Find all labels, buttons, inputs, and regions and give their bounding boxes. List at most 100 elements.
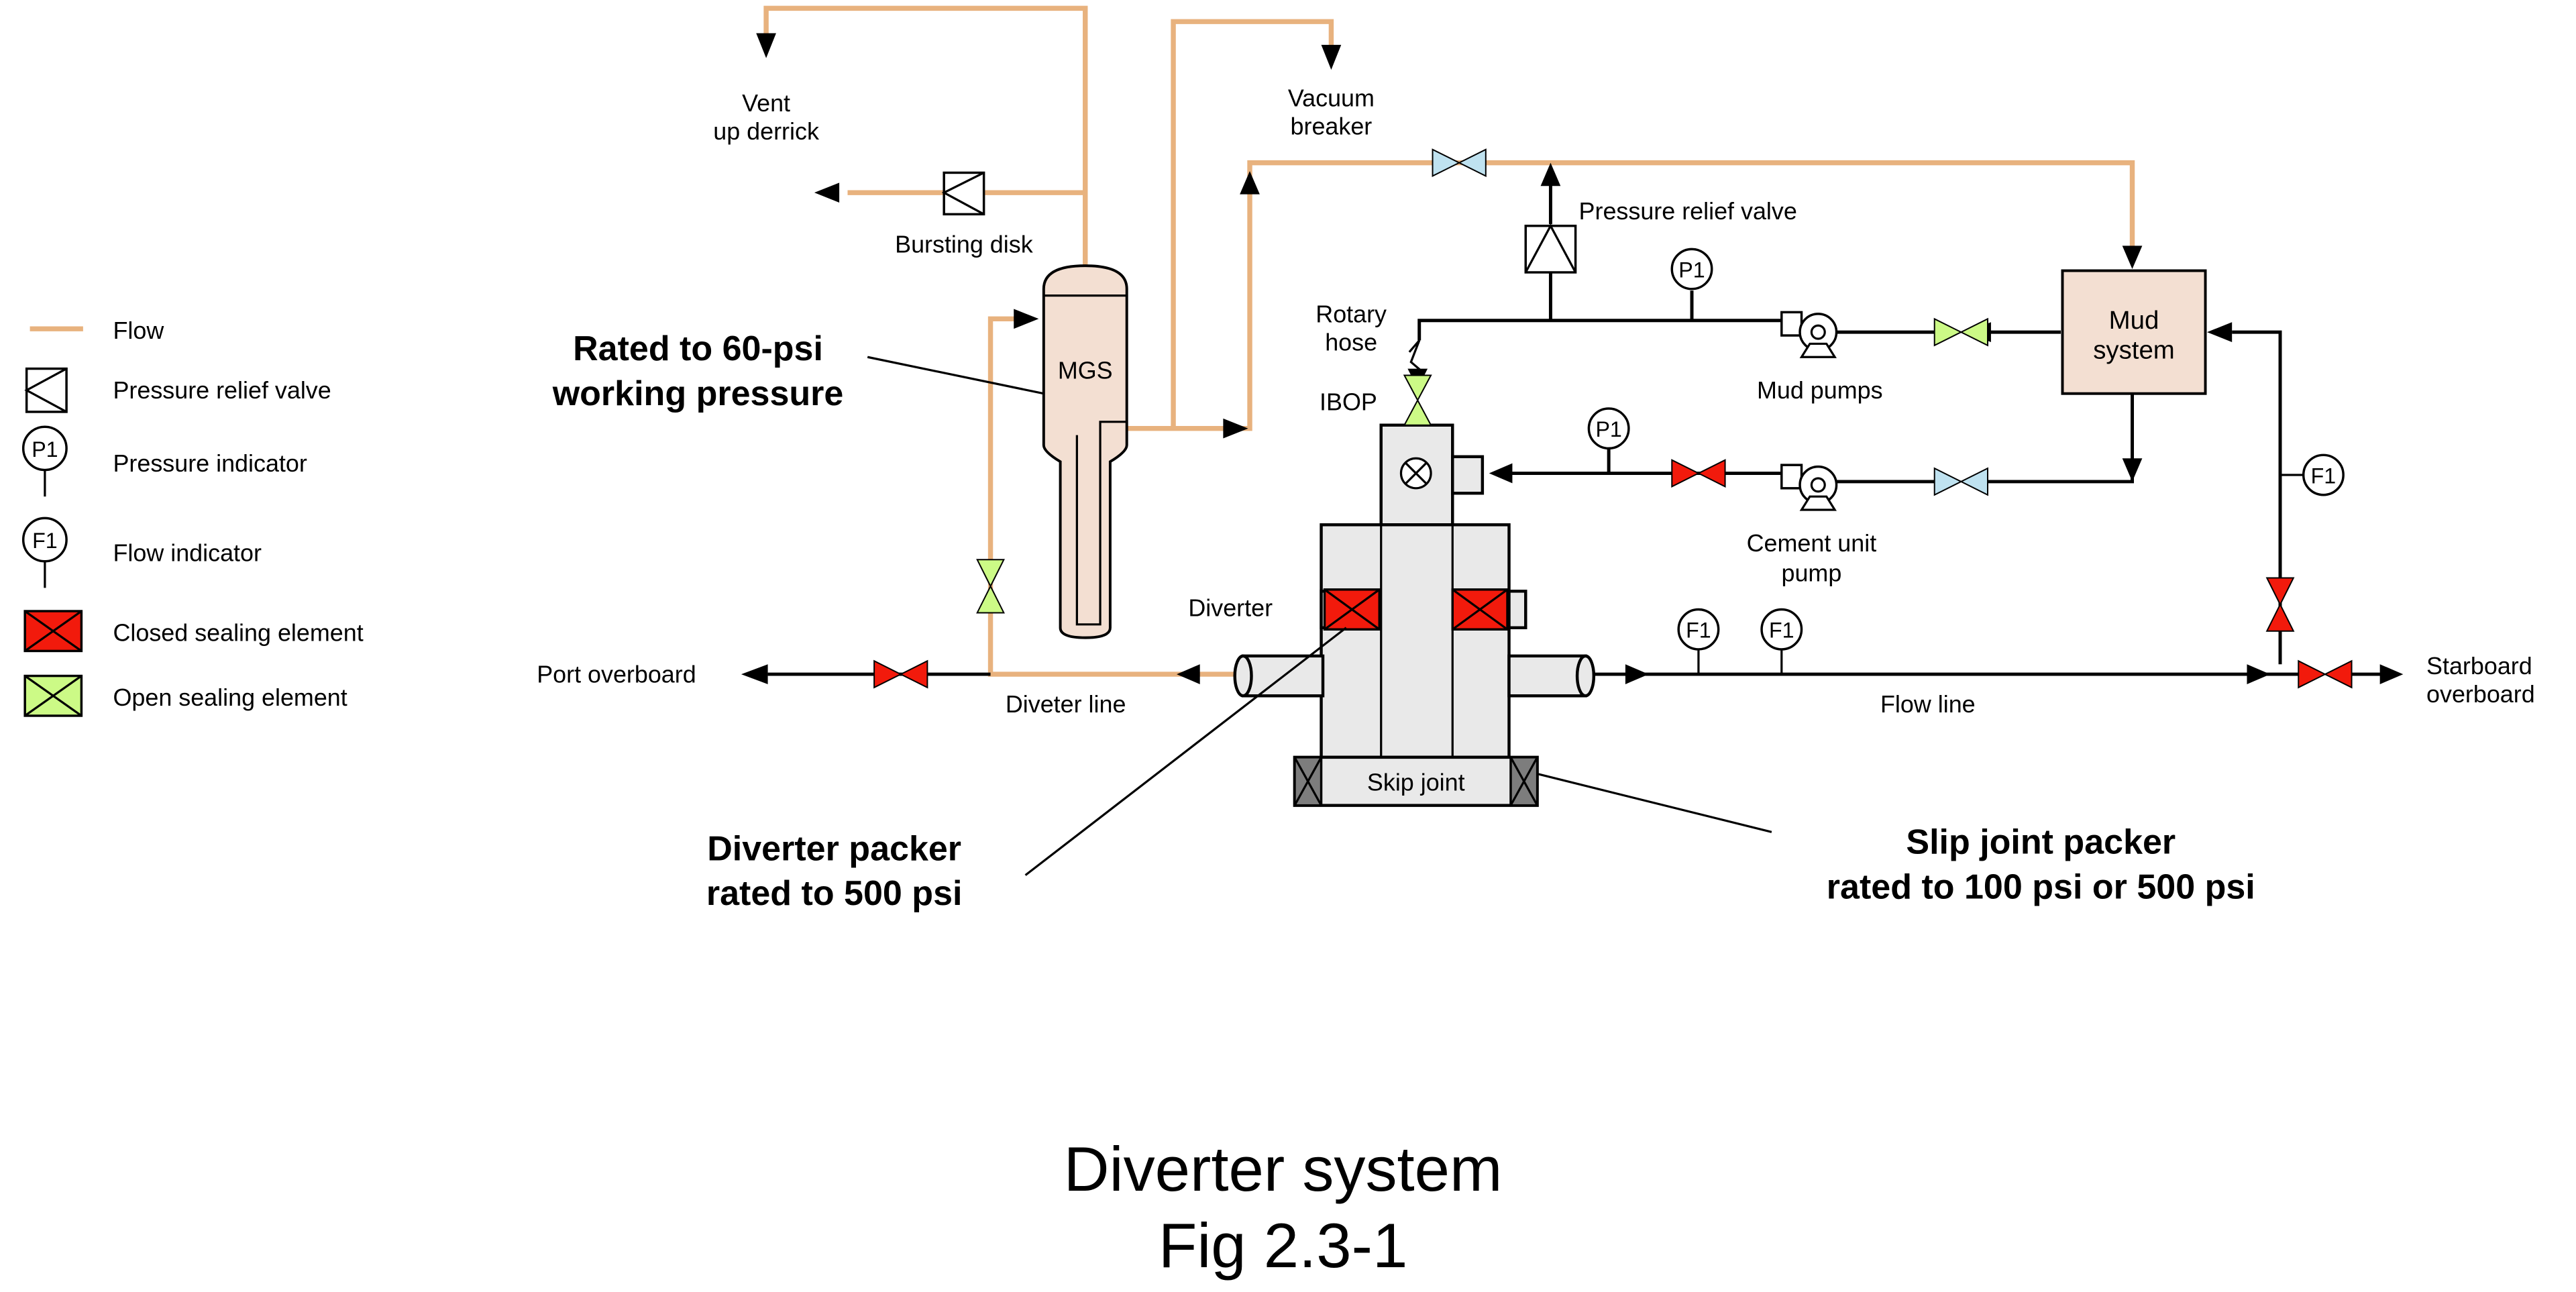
- starboard-label: Starboard: [2426, 653, 2532, 680]
- ibop-valve-open[interactable]: [1403, 374, 1432, 426]
- mud-pump-icon[interactable]: [1780, 311, 1838, 358]
- vent-label: up derrick: [713, 118, 819, 145]
- vent-label: Vent: [742, 90, 790, 117]
- cement-line-valve-closed[interactable]: [1671, 459, 1726, 488]
- skip-joint-label: Skip joint: [1367, 769, 1465, 796]
- cement-return-valve[interactable]: [1933, 467, 1988, 496]
- legend-label: Pressure indicator: [113, 450, 307, 477]
- bursting-disk-label: Bursting disk: [895, 231, 1033, 258]
- mgs-label: MGS: [1058, 357, 1113, 384]
- slip-joint-annotation: Slip joint packer rated to 100 psi or 50…: [1537, 773, 2255, 906]
- rotary-hose-label: Rotary: [1316, 301, 1387, 327]
- pressure-indicator-mud: P1: [1670, 248, 1713, 290]
- mgs-vessel: MGS: [1042, 264, 1128, 639]
- cement-pump-label: Cement unit: [1747, 530, 1877, 557]
- pressure-relief-valve-label: Pressure relief valve: [1579, 198, 1797, 225]
- flow-indicator-1: F1: [1677, 608, 1720, 651]
- arrow-icon: [1321, 44, 1342, 70]
- mud-pumps-label: Mud pumps: [1757, 377, 1883, 404]
- vacuum-breaker-label: breaker: [1291, 113, 1373, 140]
- diverter-assembly: [1233, 423, 1596, 759]
- diverter-packer-right-closed[interactable]: [1451, 588, 1509, 631]
- mud-system: Mud system: [2061, 269, 2207, 395]
- flow-line-label: Flow line: [1880, 691, 1976, 718]
- legend-label: Flow: [113, 317, 164, 344]
- ibop-label: IBOP: [1320, 388, 1377, 415]
- svg-text:P1: P1: [1678, 258, 1705, 282]
- diverter-line-flow: [987, 316, 1244, 677]
- svg-text:F1: F1: [32, 529, 58, 553]
- legend-item-closed-sealing: Closed sealing element: [23, 610, 364, 653]
- arrow-icon: [741, 664, 768, 684]
- arrow-icon: [1540, 162, 1561, 186]
- arrow-icon: [2207, 322, 2233, 342]
- legend-label: Flow indicator: [113, 540, 262, 567]
- cement-pump-icon[interactable]: [1780, 464, 1838, 511]
- vacuum-breaker-line: [1171, 19, 1334, 429]
- arrow-icon: [756, 33, 776, 58]
- vent-line: [763, 5, 1088, 276]
- svg-text:F1: F1: [1769, 618, 1794, 643]
- vacuum-breaker-label: Vacuum: [1288, 85, 1375, 111]
- mgs-rating-annotation: Rated to 60-psi working pressure: [552, 329, 1044, 413]
- flow-indicator-icon: F1: [21, 517, 68, 588]
- mgs-outlet-line: [1126, 160, 2135, 431]
- arrow-icon: [1177, 664, 1200, 684]
- legend-label: Open sealing element: [113, 684, 347, 711]
- rotary-hose-label: hose: [1325, 329, 1377, 356]
- mud-feed-valve-closed[interactable]: [2265, 577, 2295, 632]
- svg-text:Rated to 60-psi: Rated to 60-psi: [573, 329, 823, 368]
- caption-title: Diverter system: [1064, 1134, 1503, 1204]
- port-overboard-label: Port overboard: [537, 661, 696, 688]
- svg-text:rated to 100 psi or 500 psi: rated to 100 psi or 500 psi: [1827, 867, 2255, 906]
- svg-text:F1: F1: [1686, 618, 1711, 643]
- pressure-indicator-icon: P1: [21, 425, 68, 497]
- legend-label: Pressure relief valve: [113, 377, 331, 404]
- pressure-relief-valve-icon: [24, 367, 68, 413]
- pressure-indicator-cement: P1: [1587, 407, 1630, 450]
- svg-text:rated to 500 psi: rated to 500 psi: [706, 874, 963, 913]
- legend-item-open-sealing: Open sealing element: [23, 674, 347, 717]
- starboard-label: overboard: [2426, 681, 2535, 708]
- diverter-label: Diverter: [1188, 594, 1273, 621]
- arrow-icon: [814, 182, 840, 203]
- svg-text:P1: P1: [32, 437, 58, 462]
- svg-text:Slip joint packer: Slip joint packer: [1906, 822, 2176, 861]
- port-line: [741, 664, 991, 684]
- diverter-line-label: Diveter line: [1006, 691, 1126, 718]
- legend-item-prv: Pressure relief valve: [24, 367, 331, 413]
- diverter-packer-annotation: Diverter packer rated to 500 psi: [706, 627, 1347, 913]
- closed-sealing-element-icon: [23, 610, 83, 653]
- cement-pump-label: pump: [1781, 559, 1841, 586]
- mud-pump-valve-open[interactable]: [1933, 317, 1988, 347]
- legend-item-flow-indicator: F1 Flow indicator: [21, 517, 262, 588]
- port-valve-closed[interactable]: [873, 659, 928, 689]
- svg-text:Mud: Mud: [2109, 306, 2159, 335]
- flow-lines: [756, 5, 2143, 684]
- caption-figure: Fig 2.3-1: [1159, 1210, 1407, 1281]
- arrow-icon: [1240, 170, 1260, 195]
- svg-text:Diverter packer: Diverter packer: [707, 829, 961, 868]
- mgs-inlet-valve-open[interactable]: [976, 559, 1005, 614]
- arrow-icon: [2122, 458, 2143, 482]
- flow-line: [1593, 649, 2404, 684]
- legend-label: Closed sealing element: [113, 620, 363, 647]
- arrow-icon: [2122, 246, 2143, 270]
- bursting-disk-icon: [941, 171, 985, 216]
- vacuum-line-valve[interactable]: [1432, 148, 1487, 178]
- arrow-icon: [2247, 664, 2271, 684]
- flow-indicator-mud-feed: F1: [2280, 453, 2345, 496]
- arrow-icon: [1489, 463, 1513, 484]
- arrow-icon: [1014, 309, 1039, 329]
- svg-text:P1: P1: [1595, 417, 1621, 441]
- arrow-icon: [2379, 664, 2404, 684]
- arrow-icon: [1625, 664, 1649, 684]
- diverter-packer-left-closed[interactable]: [1323, 588, 1381, 631]
- flow-indicator-2: F1: [1760, 608, 1803, 651]
- starboard-valve-closed[interactable]: [2298, 659, 2353, 689]
- pressure-relief-valve-icon[interactable]: [1524, 223, 1577, 274]
- svg-text:system: system: [2093, 336, 2175, 365]
- arrow-icon: [1223, 418, 1248, 439]
- open-sealing-element-icon: [23, 674, 83, 717]
